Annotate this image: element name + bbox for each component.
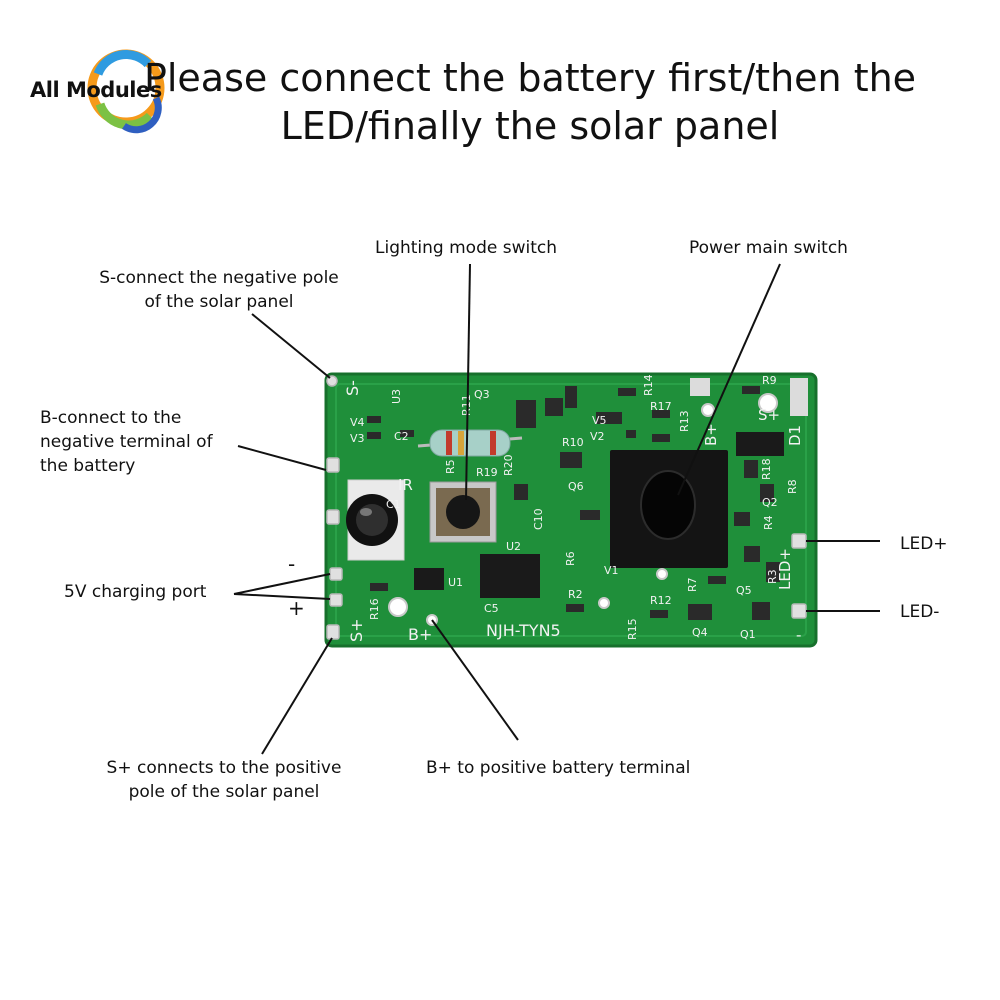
leader-charge-plus	[233, 593, 331, 600]
axial-resistor	[417, 429, 523, 457]
page-title-line-2: LED/finally the solar panel	[280, 104, 780, 148]
silk-v4: V4	[350, 416, 365, 429]
silk-q4: Q4	[692, 626, 708, 639]
label-b-minus-line-2: negative terminal of	[40, 432, 213, 452]
label-s-plus-line-2: pole of the solar panel	[128, 782, 320, 802]
silk-led-plus: LED+	[776, 548, 794, 590]
silk-v3: V3	[350, 432, 365, 445]
leader-s-plus	[261, 637, 333, 755]
silk-u3: U3	[390, 389, 403, 404]
smd-components	[367, 386, 780, 620]
silk-r4: R4	[762, 515, 775, 530]
label-charge-plus: +	[288, 596, 305, 620]
silk-r16: R16	[368, 598, 381, 620]
leader-s-minus	[251, 313, 331, 379]
silk-v2: V2	[590, 430, 605, 443]
silk-r15: R15	[626, 618, 639, 640]
leader-b-minus	[237, 445, 327, 471]
silk-r5: R5	[444, 459, 457, 474]
mounting-holes	[388, 393, 778, 626]
silk-q5: Q5	[736, 584, 752, 597]
label-charging-port: 5V charging port	[64, 582, 207, 602]
leader-power-switch	[677, 263, 781, 496]
label-lighting-switch: Lighting mode switch	[375, 238, 558, 258]
silk-c2: C2	[394, 430, 409, 443]
silk-r20: R20	[502, 454, 515, 476]
silk-r14: R14	[642, 374, 655, 396]
silk-v5: V5	[592, 414, 607, 427]
silk-r10: R10	[562, 436, 584, 449]
silk-r8: R8	[786, 479, 799, 494]
ic-chips	[414, 432, 784, 598]
silk-c10: C10	[532, 508, 545, 530]
label-b-plus: B+ to positive battery terminal	[426, 758, 691, 778]
silk-r3: R3	[766, 569, 779, 584]
terminal-pads-left	[326, 375, 343, 640]
power-main-switch-component	[610, 450, 728, 568]
silk-r17: R17	[650, 400, 672, 413]
silk-r9: R9	[762, 374, 777, 387]
label-s-plus: S+ connects to the positive pole of the …	[86, 756, 362, 804]
silk-q3: Q3	[474, 388, 490, 401]
silk-ir: IR	[398, 476, 413, 494]
silk-c1: C1	[386, 498, 401, 511]
silk-r19: R19	[476, 466, 498, 479]
silk-model: NJH-TYN5	[486, 621, 561, 640]
page-title-line-1: Please connect the battery first/then th…	[143, 56, 917, 100]
silk-r11: R11	[460, 394, 473, 416]
label-s-minus: S-connect the negative pole of the solar…	[84, 266, 354, 314]
silk-r18: R18	[760, 458, 773, 480]
silk-s-plus: S+	[347, 618, 366, 642]
silk-c5: C5	[484, 602, 499, 615]
silk-s-minus: S-	[343, 380, 362, 396]
silk-r7: R7	[686, 577, 699, 592]
label-b-minus: B-connect to the negative terminal of th…	[40, 406, 213, 478]
lighting-mode-switch-component	[429, 481, 497, 543]
silk-b-plus: B+	[408, 625, 432, 644]
silk-q1: Q1	[740, 628, 756, 641]
silk-u2: U2	[506, 540, 521, 553]
silk-v1: V1	[604, 564, 619, 577]
label-power-switch: Power main switch	[689, 238, 848, 258]
label-b-minus-line-1: B-connect to the	[40, 408, 182, 428]
silk-led-minus: -	[796, 626, 801, 644]
silk-d1: D1	[786, 425, 804, 446]
silk-r6: R6	[564, 551, 577, 566]
silk-q2: Q2	[762, 496, 778, 509]
label-s-minus-line-2: of the solar panel	[144, 292, 294, 312]
leader-lighting-switch	[465, 263, 471, 501]
label-charge-minus: -	[288, 552, 296, 576]
silk-s-plus-right: S+	[758, 406, 780, 424]
silk-q6: Q6	[568, 480, 584, 493]
silk-r12: R12	[650, 594, 672, 607]
brand-logo	[87, 49, 165, 134]
label-b-minus-line-3: the battery	[40, 456, 136, 476]
silk-u1: U1	[448, 576, 463, 589]
label-led-minus: LED-	[900, 602, 940, 622]
silk-r13: R13	[678, 410, 691, 432]
label-s-minus-line-1: S-connect the negative pole	[99, 268, 339, 288]
leader-b-plus	[431, 619, 519, 741]
brand-logo-text: All Modules	[30, 78, 162, 102]
leader-lines	[233, 263, 880, 755]
label-s-plus-line-1: S+ connects to the positive	[106, 758, 342, 778]
silk-r2: R2	[568, 588, 583, 601]
leader-charge-minus	[233, 573, 331, 595]
label-led-plus: LED+	[900, 534, 948, 554]
